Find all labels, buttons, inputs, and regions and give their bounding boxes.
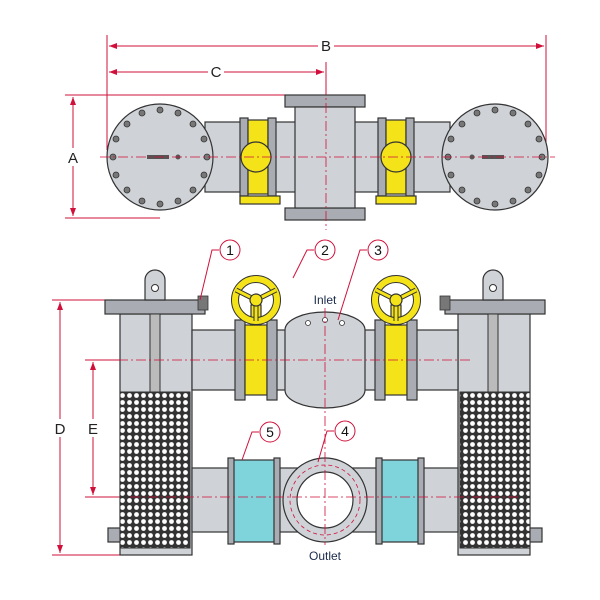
left-vessel-front [104, 269, 209, 556]
right-flange-connection [379, 459, 421, 543]
front-view: D E [52, 239, 546, 563]
outlet-label: Outlet [309, 549, 342, 563]
right-vessel-top [441, 103, 549, 211]
dimension-b-label: B [321, 38, 331, 55]
left-handwheel[interactable] [231, 275, 281, 325]
right-vessel-front [439, 269, 546, 556]
dimension-e-label: E [88, 421, 98, 438]
right-valve-top [375, 117, 417, 205]
callout-3: 3 [337, 239, 389, 321]
callout-2: 2 [292, 239, 336, 279]
svg-text:3: 3 [374, 242, 382, 258]
svg-text:5: 5 [266, 424, 274, 440]
top-outlet-flange [284, 207, 366, 221]
inlet-label: Inlet [314, 293, 337, 307]
callout-5: 5 [241, 421, 281, 461]
dimension-d: D [52, 299, 125, 556]
callout-4: 4 [317, 420, 356, 463]
svg-text:4: 4 [341, 423, 349, 439]
left-gate-valve [231, 275, 281, 401]
left-valve-top [239, 117, 281, 205]
dimension-b: B [106, 35, 547, 150]
right-gate-valve [371, 275, 421, 401]
callout-1: 1 [199, 239, 241, 301]
top-view: B C A [65, 35, 555, 230]
dimension-c-label: C [211, 64, 222, 81]
svg-text:2: 2 [321, 242, 329, 258]
left-flange-connection [231, 459, 277, 543]
right-strainer-basket [459, 391, 531, 549]
dimension-a-label: A [68, 150, 78, 167]
dimension-a: A [65, 94, 330, 219]
top-tee-body [294, 106, 356, 209]
dimension-d-label: D [55, 421, 66, 438]
dimension-c: C [109, 62, 327, 95]
svg-text:1: 1 [226, 242, 234, 258]
right-handwheel[interactable] [371, 275, 421, 325]
left-strainer-basket [119, 391, 191, 549]
top-inlet-flange [284, 94, 366, 108]
